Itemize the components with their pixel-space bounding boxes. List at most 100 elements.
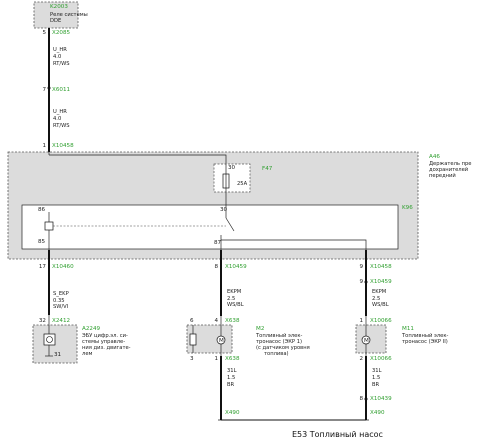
m2-desc3: (с датчиком уровня (256, 345, 310, 351)
ground-junction-connector: X10439 (370, 396, 392, 402)
m2-left-top-pin: 6 (190, 318, 194, 324)
relay-module-k2003[interactable] (33, 1, 79, 29)
ground-right-name: 31L (372, 368, 382, 374)
junction1-pin: 7 (42, 87, 46, 93)
f47-pin: 30 (228, 165, 236, 171)
m2-top-connector: X638 (225, 318, 240, 324)
junction1-connector: X6011 (52, 87, 71, 93)
ground-mid-color: BR (227, 382, 235, 388)
wire-right-name: EKPM (372, 289, 386, 295)
pump-m11[interactable] (355, 324, 387, 354)
k96-pin85: 85 (38, 239, 46, 245)
m11-top-connector: X10066 (370, 318, 392, 324)
ground-right-color: BR (372, 382, 380, 388)
wire-left-size: 0.35 (53, 298, 65, 304)
ground-mid-name: 31L (227, 368, 237, 374)
wire2-name: U_HR (53, 109, 67, 115)
m11-desc1: Топливный элек- (401, 332, 448, 339)
relay-output-bus (221, 239, 367, 250)
right-junction-pin: 9 (359, 279, 363, 285)
f47-rating: 25A (237, 181, 248, 187)
ground-right-size: 1.5 (372, 375, 380, 381)
wire1-color: RT/WS (53, 61, 70, 67)
relay-switch (225, 217, 235, 232)
wire1-size: 4.0 (53, 54, 61, 60)
ecu-driver-symbol (46, 336, 53, 343)
right-exit-pin: 9 (359, 264, 363, 270)
m11-top-pin: 1 (359, 318, 363, 324)
m2-desc1: Топливный элек- (255, 332, 302, 339)
wire-left-color: SW/VI (53, 304, 69, 310)
relay-k96[interactable] (21, 204, 399, 250)
holder-internal-bus (49, 154, 227, 164)
wire-left-name: S_EKP (53, 291, 69, 297)
m2-desc2: тронасос (ЭКР 1) (256, 339, 302, 345)
a46-desc2: дохранителей (429, 166, 468, 173)
right-exit-connector: X10458 (370, 264, 392, 270)
k96-ref: K96 (402, 205, 413, 211)
k96-pin87: 87 (214, 240, 222, 246)
ecu-desc2: стемы управле- (82, 339, 125, 345)
m2-ref: M2 (256, 326, 264, 332)
wire-right-color: WS/BL (372, 302, 389, 308)
k96-pin30: 30 (220, 207, 228, 213)
k96-pin86: 86 (38, 207, 46, 213)
m2-left-bot-pin: 3 (190, 356, 194, 362)
a46-desc3: передний (429, 172, 456, 179)
diagram-title: E53 Топливный насос (292, 430, 383, 439)
junction-x6011 (47, 86, 51, 90)
junction-ground-right (364, 397, 368, 401)
m11-bot-connector: X10066 (370, 356, 392, 362)
k2003-desc2: DDE (50, 18, 61, 24)
wire2-color: RT/WS (53, 123, 70, 129)
mid-exit-connector: X10459 (225, 264, 247, 270)
wire1-name: U_HR (53, 47, 67, 53)
ecu-driver-icon (43, 333, 56, 346)
m2-top-pin: 4 (214, 318, 218, 324)
k2003-connector: X2085 (52, 30, 71, 36)
m11-motor-symbol: M (364, 338, 369, 344)
m2-motor-symbol: M (219, 338, 224, 344)
m11-bot-pin: 2 (359, 356, 363, 362)
ground-junction-pin: 8 (359, 396, 363, 402)
m2-bot-pin: 1 (214, 356, 218, 362)
wire-mid-size: 2.5 (227, 296, 235, 302)
junction-right (364, 280, 368, 284)
wire-mid-name: EKPM (227, 289, 241, 295)
a46-desc1: Держатель пре (429, 161, 472, 167)
wire2-size: 4.0 (53, 116, 61, 122)
f47-ref: F47 (262, 166, 273, 172)
k2003-desc: Реле системы (50, 12, 88, 18)
mid-exit-pin: 8 (214, 264, 218, 270)
ecu-connector: X2412 (52, 318, 70, 324)
ecu-desc4: лем (82, 351, 93, 357)
m2-level-sensor-icon (189, 333, 197, 346)
left-exit-connector: X10460 (52, 264, 74, 270)
ecu-inner-pin: 31 (54, 352, 62, 358)
right-junction-connector: X10459 (370, 279, 392, 285)
relay-coil (44, 221, 54, 231)
ground-right-connector: X490 (370, 410, 385, 416)
a46-ref: A46 (429, 154, 440, 160)
m11-desc2: тронасос (ЭКР II) (402, 339, 448, 345)
left-exit-pin: 17 (39, 264, 47, 270)
fuse-f47[interactable] (213, 163, 251, 193)
m11-motor-icon (361, 335, 371, 345)
holder-in-connector: X10458 (52, 143, 74, 149)
k2003-ref: K2003 (50, 4, 68, 10)
ecu-desc3: ния диз. двигате- (82, 345, 131, 351)
ecu-ref: A2249 (82, 326, 101, 332)
k2003-pin: 5 (42, 30, 46, 36)
m2-bot-connector: X638 (225, 356, 240, 362)
ecu-desc1: ЭБУ цифр.эл. си- (82, 333, 128, 339)
m2-motor-icon (216, 335, 226, 345)
holder-in-pin: 1 (42, 143, 46, 149)
ground-mid-size: 1.5 (227, 375, 235, 381)
wire-mid-color: WS/BL (227, 302, 244, 308)
ecu-pin: 32 (39, 318, 46, 324)
m2-desc4: топлива) (264, 351, 289, 357)
ground-mid-connector: X490 (225, 410, 240, 416)
m11-ref: M11 (402, 326, 414, 332)
wire-right-size: 2.5 (372, 296, 380, 302)
